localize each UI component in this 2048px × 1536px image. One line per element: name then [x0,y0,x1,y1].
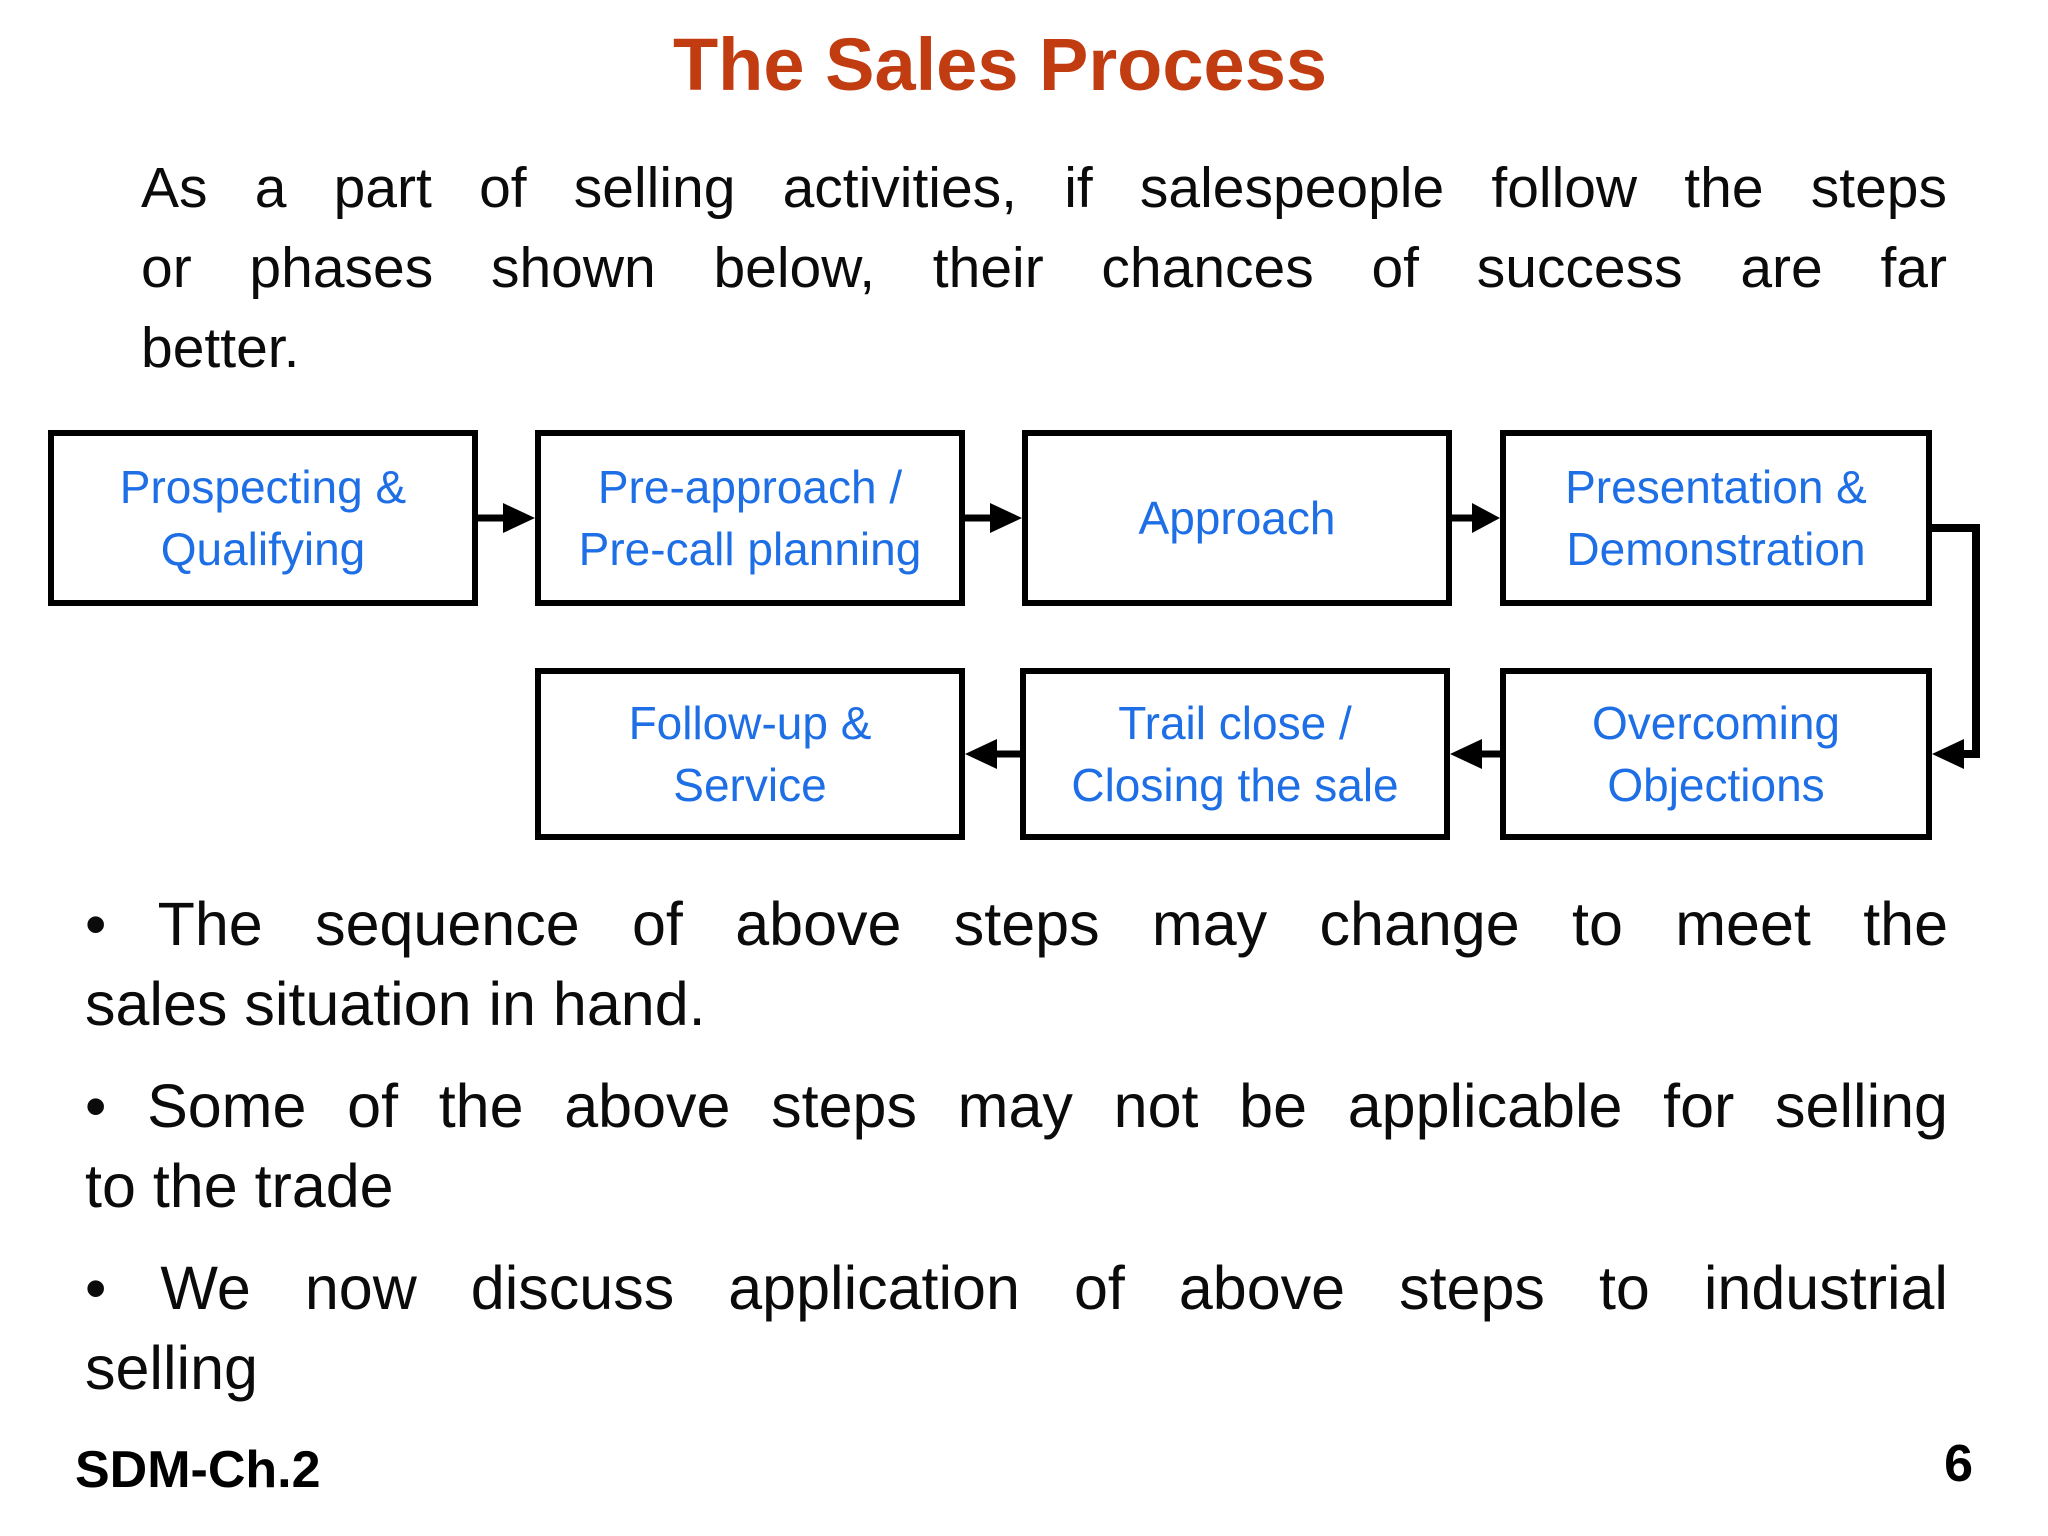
arrow-preapproach-to-approach [965,503,1022,533]
flow-box-approach: Approach [1022,430,1452,606]
arrow-trailclose-to-followup [965,739,1020,769]
bullet-2-line-2: to the trade [85,1152,394,1220]
bullet-1-line-2: sales situation in hand. [85,970,706,1038]
slide-title: The Sales Process [672,23,1328,106]
footer-chapter-label: SDM-Ch.2 [75,1441,321,1499]
bullet-3-line-1: • We now discuss application of above st… [85,1254,1948,1322]
bullet-1-line-1: • The sequence of above steps may change… [85,890,1948,958]
arrow-prospecting-to-preapproach [478,503,535,533]
bullet-item-sequence: • The sequence of above steps may change… [85,884,1948,1044]
intro-paragraph: As a part of selling activities, if sale… [141,148,1947,388]
arrow-approach-to-presentation [1452,503,1500,533]
arrow-overcoming-to-trailclose [1450,739,1500,769]
intro-line-3: better. [141,316,300,380]
flow-box-preapproach-precall: Pre-approach / Pre-call planning [535,430,965,606]
bullet-item-applicability: • Some of the above steps may not be app… [85,1066,1948,1226]
bullet-2-line-1: • Some of the above steps may not be app… [85,1072,1948,1140]
flow-box-prospecting-qualifying: Prospecting & Qualifying [48,430,478,606]
flow-box-presentation-demonstration: Presentation & Demonstration [1500,430,1932,606]
bullet-item-industrial-selling: • We now discuss application of above st… [85,1248,1948,1408]
intro-line-2: or phases shown below, their chances of … [141,236,1947,300]
footer-page-number: 6 [1944,1435,1973,1493]
bullet-list: • The sequence of above steps may change… [85,884,1948,1430]
elbow-presentation-to-overcoming [1932,524,1980,769]
flow-box-followup-service: Follow-up & Service [535,668,965,840]
flow-box-trailclose-closing: Trail close / Closing the sale [1020,668,1450,840]
bullet-3-line-2: selling [85,1334,258,1402]
flow-box-overcoming-objections: Overcoming Objections [1500,668,1932,840]
intro-line-1: As a part of selling activities, if sale… [141,156,1947,220]
